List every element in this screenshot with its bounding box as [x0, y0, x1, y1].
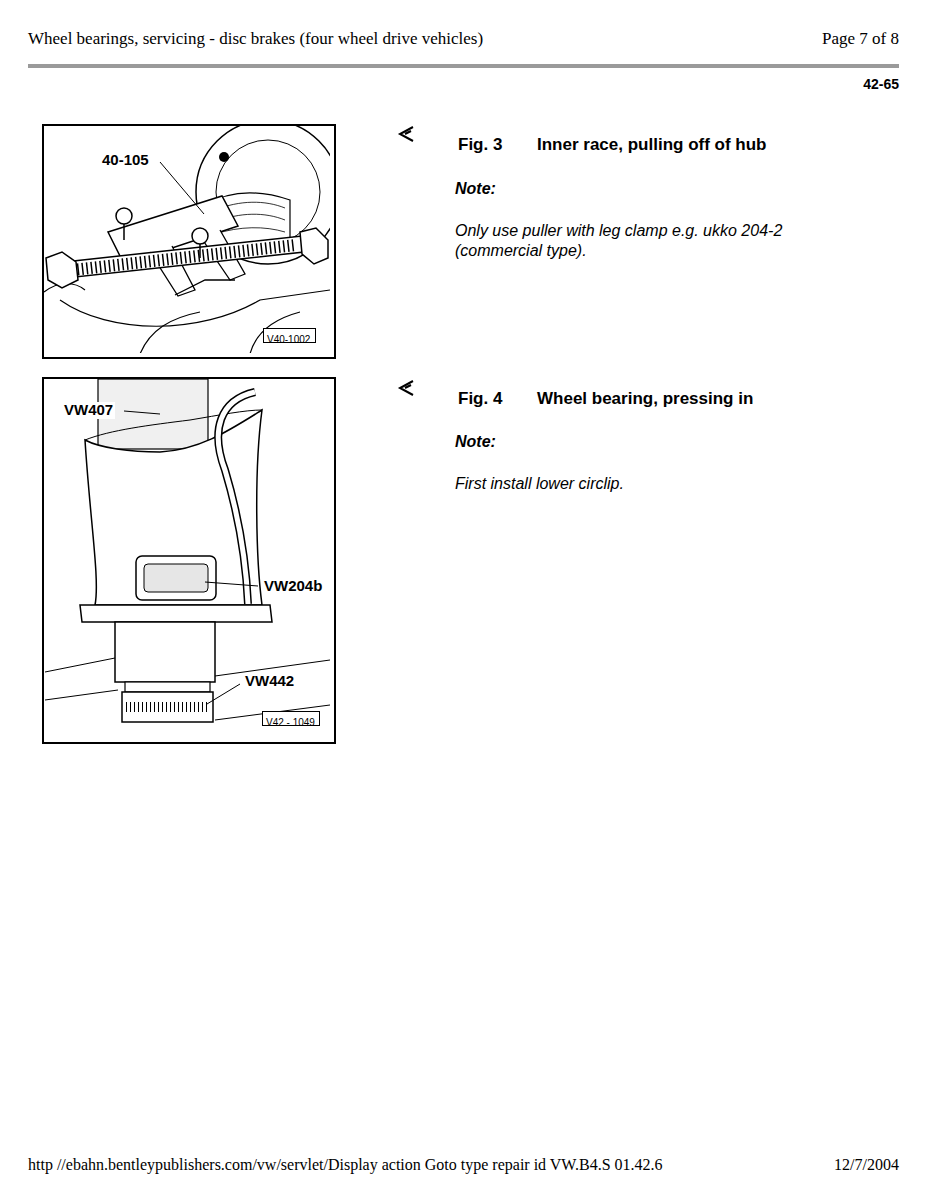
section-number: 42-65	[863, 76, 899, 94]
figure-id-tag: V40-1002	[263, 328, 316, 343]
leg-clamp	[175, 280, 235, 295]
callout-label: VW204b	[262, 578, 324, 595]
leader-line	[160, 162, 204, 214]
puller-illustration	[44, 126, 330, 353]
thrust-piece	[125, 682, 210, 692]
page-number: Page 7 of 8	[822, 28, 899, 49]
hex-nut	[300, 228, 328, 264]
note-heading: Note:	[455, 432, 496, 452]
note-heading: Note:	[455, 179, 496, 199]
footer-date: 12/7/2004	[834, 1155, 899, 1175]
figure-number: Fig. 4	[458, 388, 502, 409]
bolt-hole	[219, 152, 229, 162]
figure-title: Wheel bearing, pressing in	[537, 388, 753, 409]
pointer-symbol	[400, 127, 413, 141]
cup-flange	[80, 605, 272, 622]
threaded-spindle	[55, 236, 304, 279]
note-text: First install lower circlip.	[455, 474, 855, 494]
wheel-bearing-housing	[115, 622, 215, 682]
thrust-piece	[122, 692, 213, 722]
figure-frame: V40-1002 40-105	[42, 124, 336, 359]
spindle-thread	[64, 245, 296, 271]
callout-label: 40-105	[100, 152, 151, 169]
brake-hose	[218, 392, 255, 604]
figure-id: V42 - 1049	[266, 716, 315, 729]
pointer-symbol	[400, 381, 413, 395]
press-piece	[144, 564, 208, 592]
note-text: Only use puller with leg clamp e.g. ukko…	[455, 221, 855, 261]
hex-nut	[46, 252, 78, 288]
cup-window	[136, 556, 216, 600]
figure-title: Inner race, pulling off of hub	[537, 134, 767, 155]
callout-label: VW442	[243, 673, 296, 690]
footer-url: http //ebahn.bentleypublishers.com/vw/se…	[28, 1155, 663, 1175]
leader-line	[207, 684, 240, 704]
leader-line	[124, 411, 160, 414]
clamp-bolt	[116, 208, 132, 224]
brake-hose	[218, 392, 255, 604]
clamp-bolt	[124, 224, 200, 258]
figure-frame: V42 - 1049 VW407VW204bVW442	[42, 377, 336, 744]
page-header: Wheel bearings, servicing - disc brakes …	[28, 28, 483, 49]
thrust-hatching	[126, 702, 209, 712]
figure-id-tag: V42 - 1049	[262, 711, 320, 726]
header-rule	[28, 64, 899, 68]
press-illustration	[45, 379, 330, 722]
knuckle-outline	[60, 290, 330, 326]
figure-id: V40-1002	[267, 333, 310, 346]
callout-label: VW407	[62, 402, 115, 419]
figure-number: Fig. 3	[458, 134, 502, 155]
clamp-bolt	[192, 228, 208, 244]
leader-line	[205, 582, 258, 586]
